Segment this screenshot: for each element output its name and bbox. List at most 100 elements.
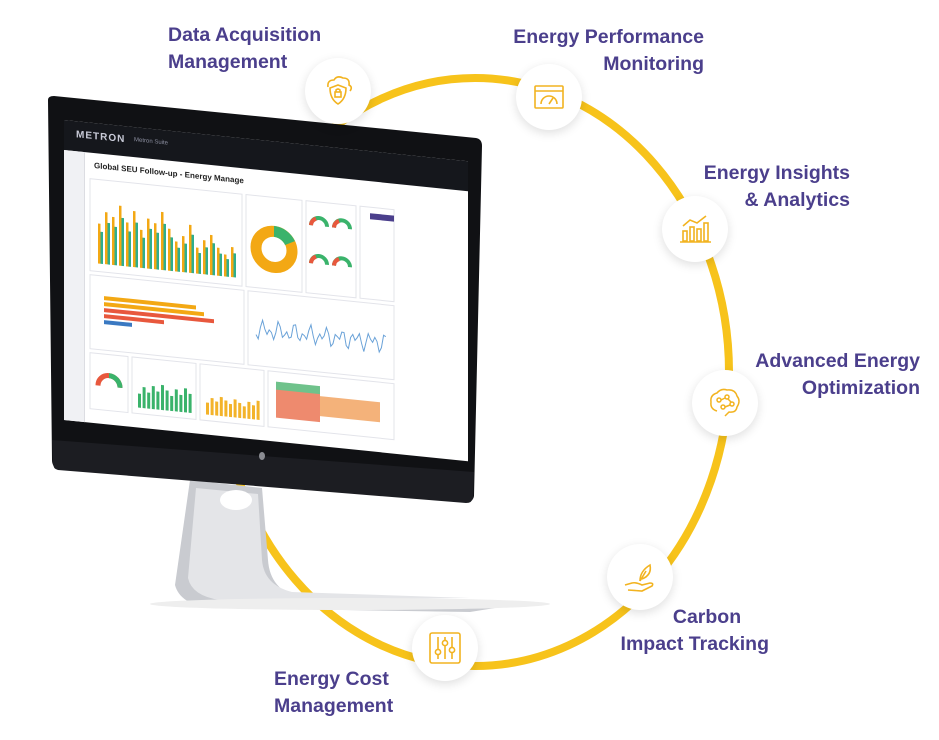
label-line: Management [274,695,394,717]
label-line: & Analytics [744,189,850,211]
label-line: Advanced Energy [755,350,920,372]
label-line: Energy Insights [703,162,850,184]
mini-bar [206,402,209,415]
mini-bar [112,216,115,266]
energy-insights-node[interactable] [662,196,728,262]
label-line: Monitoring [603,53,704,75]
mini-gauge [332,219,340,229]
bar-chart-trend-icon [680,215,711,243]
energy-performance-node[interactable] [516,64,582,130]
mini-bar [147,218,150,269]
mini-bar [138,393,141,408]
advanced-optimization-node[interactable] [692,370,758,436]
mini-bar [128,231,131,267]
mini-bar [210,397,214,416]
mini-bar [231,247,234,278]
mini-bar [174,389,178,412]
label-energy-insights: Energy Insights & Analytics [670,160,850,214]
sliders-icon [429,632,461,664]
label-line: Energy Performance [513,26,704,48]
dashboard-widgets [89,178,395,441]
mini-bar [191,234,194,274]
mini-bar [142,387,146,409]
energy-cost-node[interactable] [412,615,478,681]
mini-bar [256,400,260,420]
data-acquisition-node[interactable] [305,58,371,124]
mini-bar [161,384,164,411]
mini-bar [188,393,192,414]
mini-bar [156,232,159,270]
hand-leaf-icon [624,563,654,592]
cloud-shield-lock-icon [327,76,353,105]
mini-gauge [332,257,340,267]
mini-bar [233,253,236,278]
label-line: Energy Cost [274,668,389,690]
label-line: Management [168,51,288,73]
mini-gauge [309,216,317,226]
mini-bar [198,252,201,274]
mini-bar [135,222,138,268]
mini-bar [149,228,152,269]
mini-bar [156,391,160,410]
mini-bar [219,396,223,417]
label-data-acquisition: Data Acquisition Management [168,22,321,76]
label-line: Impact Tracking [620,633,769,655]
carbon-impact-node[interactable] [607,544,673,610]
mini-bar [154,223,157,270]
mini-bar [151,385,155,410]
mini-bar [210,234,213,276]
mini-line [255,318,387,354]
mini-bar [165,390,169,411]
mini-bar [177,247,180,272]
mini-bar [105,212,108,265]
label-carbon-impact: Carbon Impact Tracking [605,604,769,658]
mini-bar [184,388,187,413]
mini-bar [100,231,103,264]
mini-bar [252,405,255,420]
mini-bar [196,247,199,274]
mini-bar [119,205,122,266]
mini-bar [229,403,232,418]
mini-bar [247,401,251,420]
mini-bar [224,254,227,277]
mini-gauge [309,254,317,264]
mini-bar [142,237,145,269]
label-energy-cost: Energy Cost Management [274,666,393,720]
mini-bar [219,253,222,277]
mini-bar [175,241,178,272]
mini-bar [179,394,183,413]
mini-bar [212,243,215,276]
mini-bar [215,401,219,416]
mini-bar [163,223,166,271]
mini-bar [205,247,208,275]
mini-bar [107,222,110,265]
mini-bar [133,211,136,268]
mini-bar [224,400,228,417]
brain-circuit-icon [710,388,740,417]
mini-bar [242,406,246,419]
label-line: Optimization [801,377,920,399]
label-line: Carbon [672,606,742,628]
mini-bar [189,224,192,274]
mini-bar [170,237,173,272]
mini-bar [184,243,187,273]
mini-bar [182,236,185,273]
mini-bar [98,223,101,264]
label-energy-performance: Energy Performance Monitoring [504,24,704,78]
mini-bar [114,226,117,266]
mini-bar [203,240,206,275]
mini-bar [233,399,237,418]
dashboard-screen: METRON Metron Suite Global SEU Follow-up… [64,120,468,462]
label-line: Data Acquisition [168,24,322,46]
mini-bar [226,258,229,277]
label-advanced-optimization: Advanced Energy Optimization [730,348,920,402]
gauge-window-icon [534,85,564,109]
mini-bar [170,395,174,412]
mini-bar [126,222,129,267]
mini-bar [121,217,124,267]
mini-bar [238,402,242,419]
mini-bar [161,211,164,271]
mini-bar [147,392,151,409]
mini-bar [168,228,171,271]
